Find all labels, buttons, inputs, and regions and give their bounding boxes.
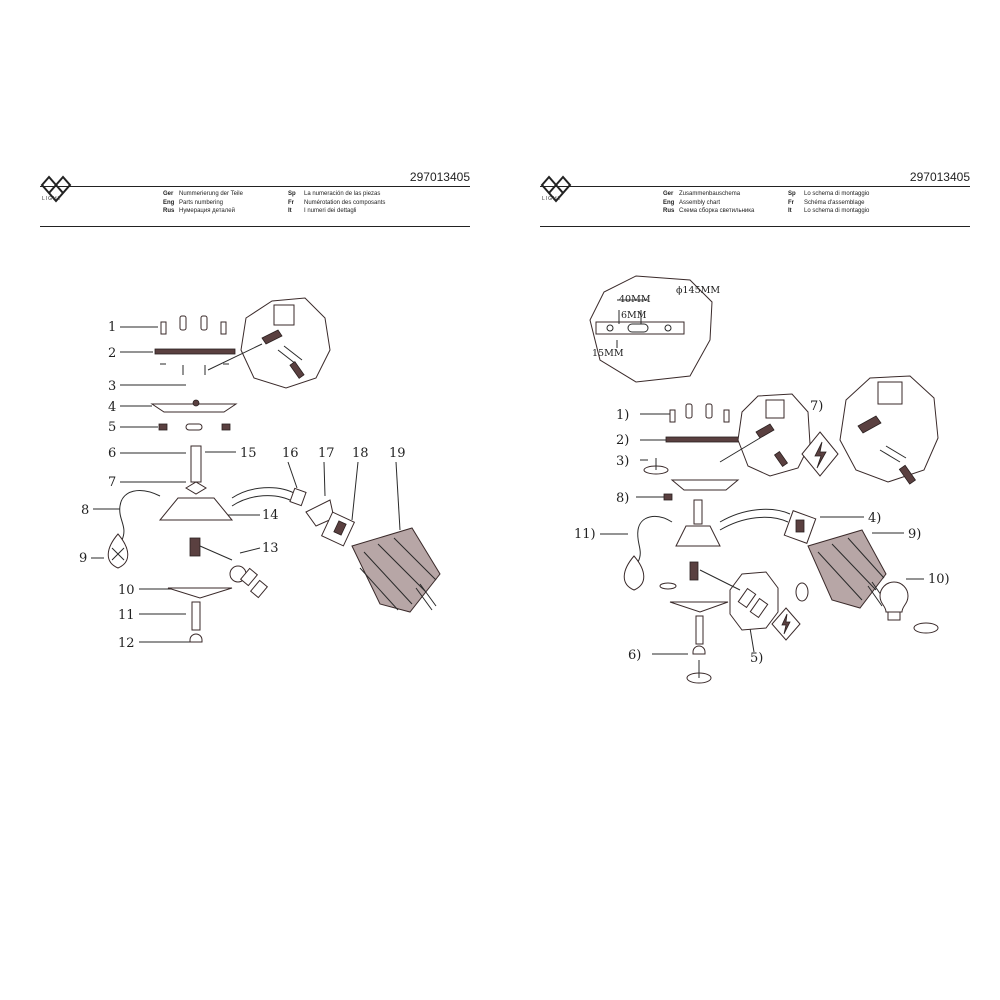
step-label: 7) [810,399,823,414]
header-divider [540,186,970,187]
right-assembly-diagram: ϕ145MM 40MM 6MM 15MM 1) 2) 3) 4) 5) 6) 7… [574,275,950,684]
part-label: 14 [262,508,279,523]
wiring-detail-callout [207,297,331,389]
part-label: 9 [79,551,87,566]
diameter-dimension: ϕ145MM [676,285,720,296]
socket-detail-callout [699,569,801,641]
wiring-detail-callout [719,393,811,477]
part-label: 16 [282,446,299,461]
leader-lines [91,326,401,643]
bottom-hardware [669,601,729,684]
header-divider [40,226,470,227]
step-label: 2) [616,433,629,448]
mounting-plate-detail: ϕ145MM 40MM 6MM 15MM [589,275,720,383]
part-label: 12 [118,636,135,651]
mounting-hardware [643,403,745,475]
header-divider [40,186,470,187]
part-label: 3 [108,379,116,394]
bottom-hardware [167,587,233,643]
step-label: 3) [616,454,629,469]
part-label: 17 [318,446,335,461]
offset-dimension: 15MM [592,348,624,359]
part-label: 10 [118,583,135,598]
arm-and-shade [231,487,441,613]
part-label: 19 [389,446,406,461]
arm-and-shade [719,508,939,634]
part-label: 13 [262,541,279,556]
lamp-body [107,490,234,569]
document-number: 297013405 [409,170,470,184]
brand-logo-icon [540,175,572,203]
header-divider [540,226,970,227]
socket-assembly [189,537,269,599]
leader-lines [600,413,924,655]
part-label: 11 [118,608,135,623]
part-label: 7 [108,475,116,490]
part-label: 2 [108,346,116,361]
width-dimension: 40MM [619,294,651,305]
brand-logo-icon [40,175,72,203]
step-label: 11) [574,527,596,542]
step-label: 8) [616,491,629,506]
slot-dimension: 6MM [621,310,647,321]
step-label: 10) [928,572,950,587]
step-label: 6) [628,648,641,663]
part-label: 1 [108,320,116,335]
step-label: 5) [750,651,763,666]
mounting-hardware [154,315,236,375]
brand-logo-text: LIGHT [42,196,62,202]
part-label: 8 [81,503,89,518]
lamp-body [623,479,740,591]
electrical-warning-icon [801,431,839,477]
part-label: 15 [240,446,257,461]
left-parts-diagram: 1 2 3 4 5 6 7 8 9 10 11 12 13 14 15 16 1… [79,297,441,651]
part-label: 18 [352,446,369,461]
step-label: 9) [908,527,921,542]
brand-logo-text: LIGHT [542,196,562,202]
step-label: 1) [616,408,629,423]
part-label: 4 [108,400,116,415]
part-label: 6 [108,446,116,461]
wiring-detail-callout [839,375,939,485]
ceiling-canopy [150,399,238,495]
document-number: 297013405 [909,170,970,184]
step-label: 4) [868,511,881,526]
part-label: 5 [108,420,116,435]
